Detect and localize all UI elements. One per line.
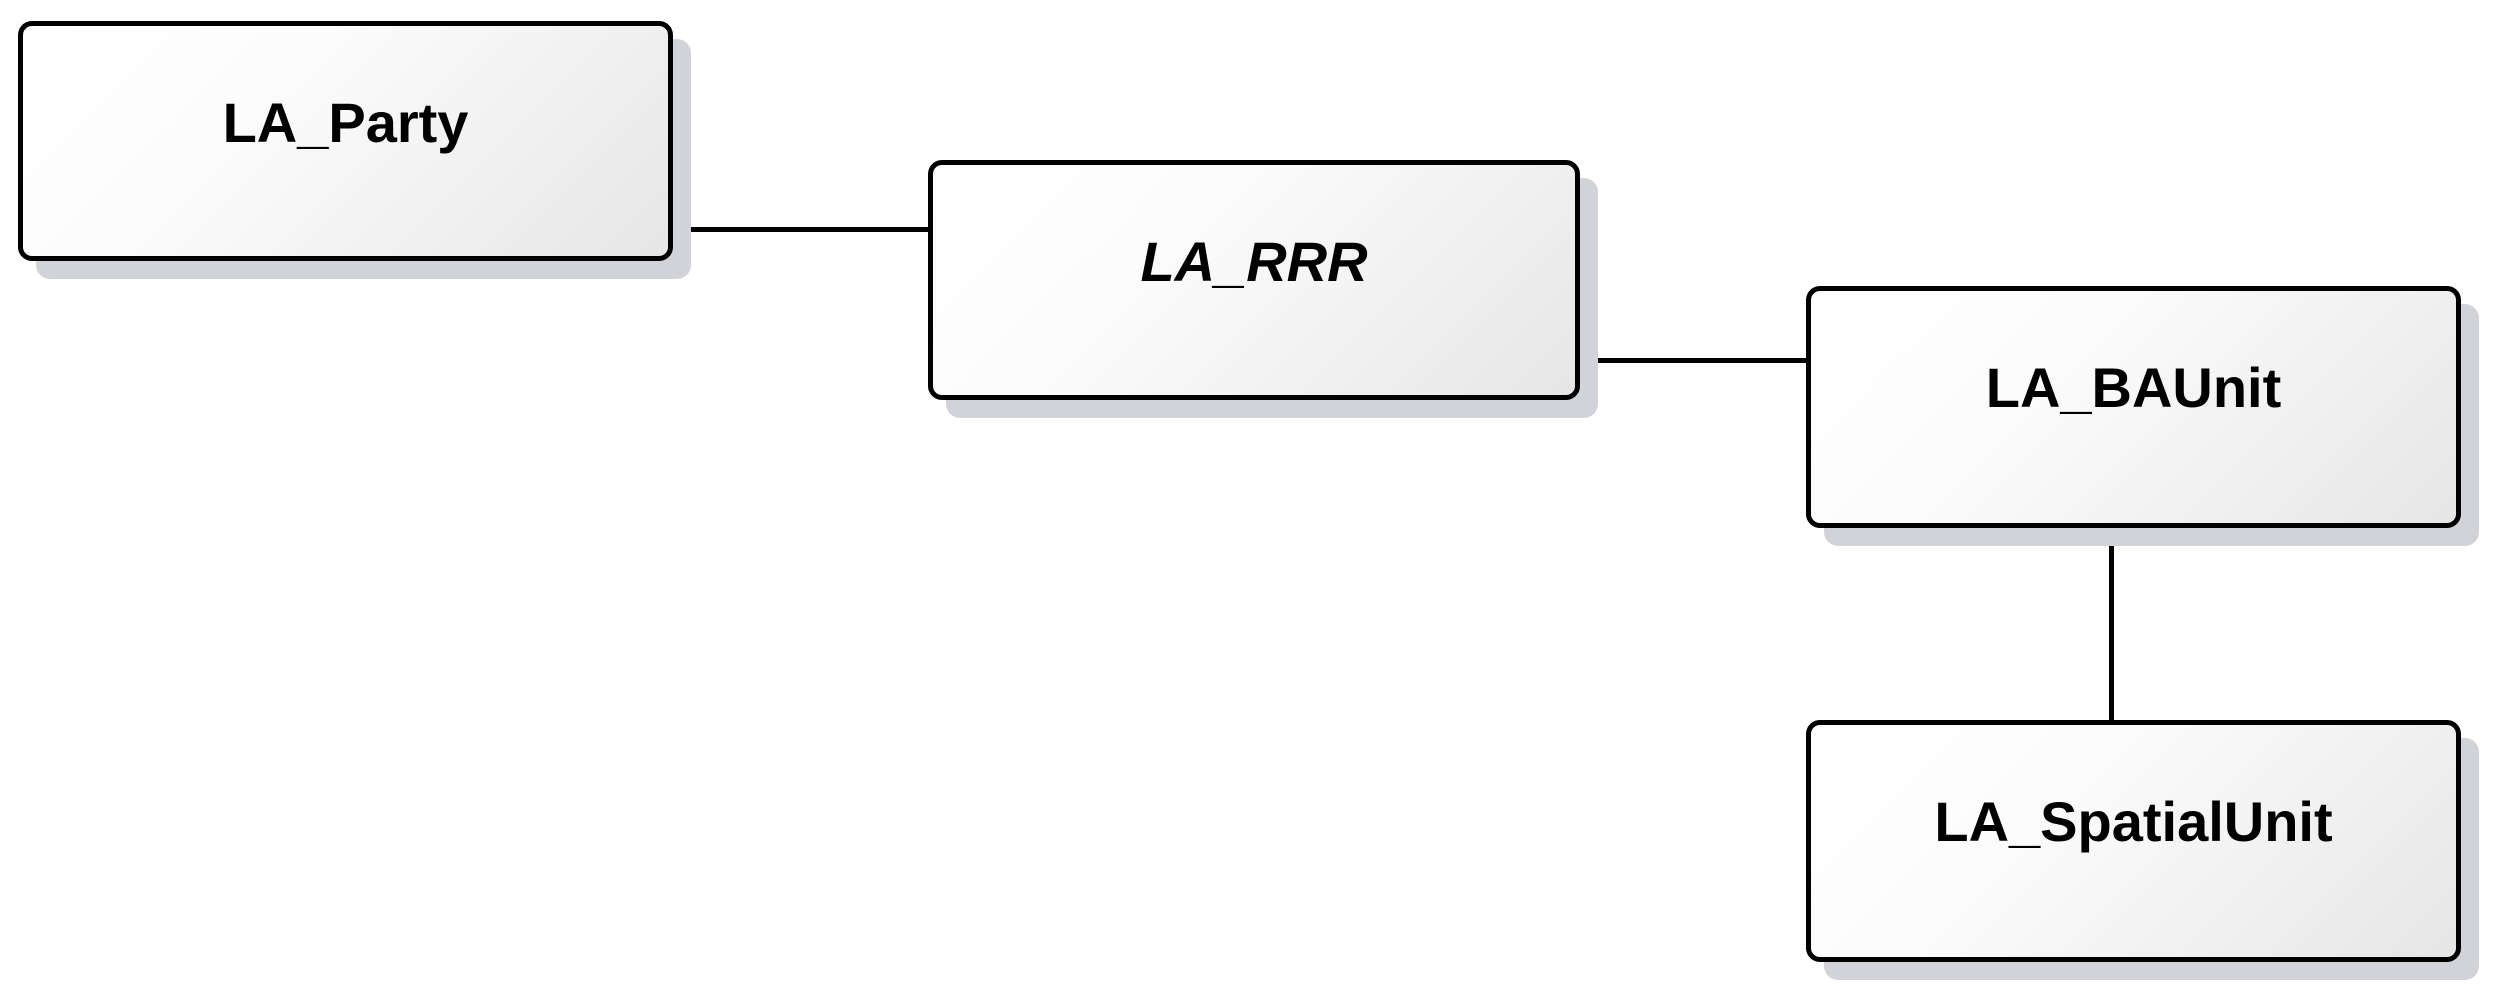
class-name-la-rrr: LA_RRR (1140, 230, 1368, 293)
class-name-la-baunit: LA_BAUnit (1985, 356, 2282, 419)
association-party-rrr (670, 227, 930, 232)
class-name-la-spatialunit: LA_SpatialUnit (1934, 790, 2333, 853)
class-la-spatialunit[interactable]: LA_SpatialUnit (1806, 720, 2461, 962)
class-la-baunit[interactable]: LA_BAUnit (1806, 286, 2461, 528)
class-la-rrr[interactable]: LA_RRR (928, 160, 1580, 400)
association-baunit-spatialunit (2109, 526, 2114, 723)
class-la-party[interactable]: LA_Party (18, 21, 673, 261)
association-rrr-baunit (1578, 358, 1808, 363)
class-name-la-party: LA_Party (222, 91, 469, 154)
